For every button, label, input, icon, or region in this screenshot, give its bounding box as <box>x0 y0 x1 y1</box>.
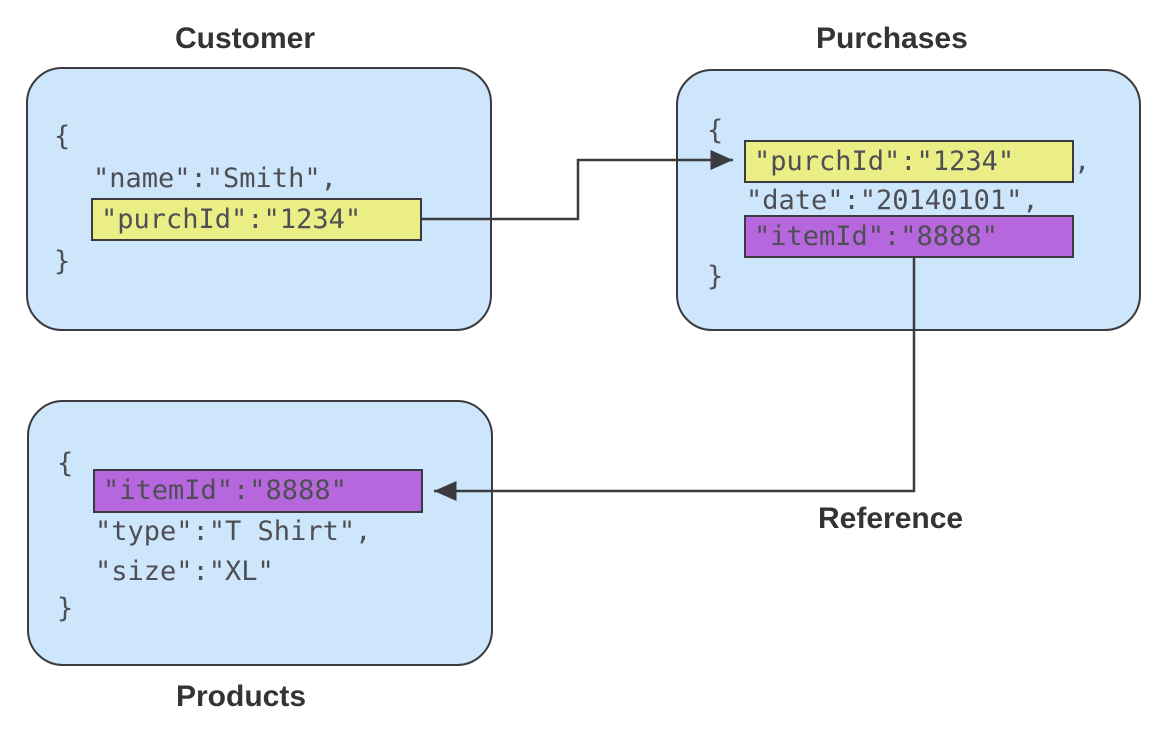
reference-edge-label: Reference <box>818 502 964 535</box>
customer-close-brace: } <box>54 246 71 277</box>
products-close-brace: } <box>57 593 74 624</box>
purchases-card-title: Purchases <box>816 22 968 55</box>
customer-field-purchid-highlight[interactable]: "purchId":"1234" <box>91 198 422 241</box>
products-card <box>27 400 493 666</box>
purchases-purchid-trailing-comma: , <box>1074 146 1091 177</box>
purchases-field-purchid-highlight[interactable]: "purchId":"1234" <box>744 140 1074 183</box>
products-field-size: "size":"XL" <box>95 556 274 587</box>
customer-card-title: Customer <box>175 22 316 55</box>
products-open-brace: { <box>57 448 74 479</box>
products-field-type: "type":"T Shirt", <box>95 516 372 547</box>
products-card-title: Products <box>176 680 307 713</box>
customer-open-brace: { <box>54 121 71 152</box>
customer-field-name: "name":"Smith", <box>93 163 337 194</box>
purchases-field-itemid-highlight[interactable]: "itemId":"8888" <box>744 215 1074 258</box>
products-field-itemid-highlight[interactable]: "itemId":"8888" <box>93 469 423 513</box>
purchases-open-brace: { <box>707 115 724 146</box>
purchases-field-date: "date":"20140101", <box>746 185 1039 216</box>
purchases-close-brace: } <box>707 261 724 292</box>
